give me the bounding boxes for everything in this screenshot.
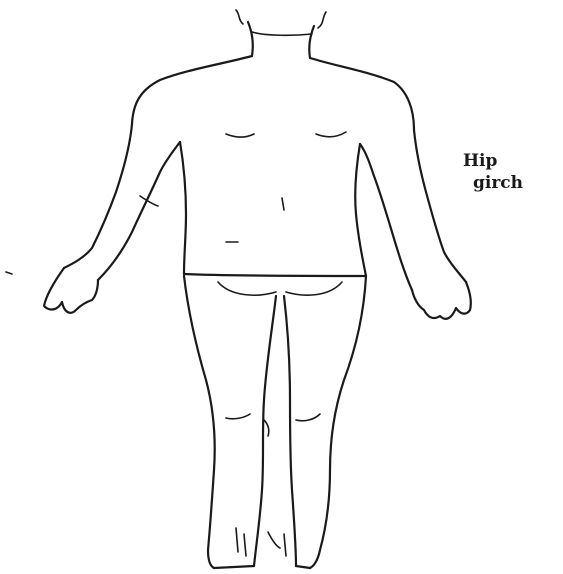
hair-wisp-right xyxy=(318,12,326,28)
ankle-right-marks xyxy=(268,532,286,556)
left-hand xyxy=(44,268,98,313)
right-arm-inner xyxy=(360,144,412,290)
neck-right xyxy=(309,26,314,58)
left-leg-inner xyxy=(254,296,276,566)
chest-line-right xyxy=(316,132,346,137)
knee-left xyxy=(226,414,250,419)
hip-girth-label-line1: Hip xyxy=(459,150,549,172)
neck-top xyxy=(252,32,312,35)
right-leg-inner xyxy=(284,296,296,566)
buttock-line-right xyxy=(286,282,342,295)
left-shoulder-arm-outer xyxy=(64,56,252,268)
center-mark xyxy=(282,198,284,210)
knee-right xyxy=(296,414,320,421)
chest-line-left xyxy=(226,134,254,137)
right-torso-side xyxy=(355,144,366,276)
knee-inner-mark xyxy=(264,420,269,436)
right-leg-outer xyxy=(310,276,366,568)
left-torso-side xyxy=(180,142,186,274)
hip-girth-label-line2: girch xyxy=(459,172,549,194)
hip-girth-line xyxy=(184,274,366,276)
left-leg-outer xyxy=(184,276,215,568)
hip-girth-label: Hip girch xyxy=(459,150,549,194)
ankle-left-marks xyxy=(236,528,246,556)
buttock-line-left xyxy=(218,282,276,295)
right-shoulder-arm-outer xyxy=(310,58,466,282)
neck-left xyxy=(248,22,253,56)
edge-mark xyxy=(6,272,12,274)
right-hand xyxy=(412,282,471,319)
feet-bottom xyxy=(214,566,310,568)
hair-wisp-left xyxy=(236,10,243,24)
left-arm-inner xyxy=(98,142,180,280)
